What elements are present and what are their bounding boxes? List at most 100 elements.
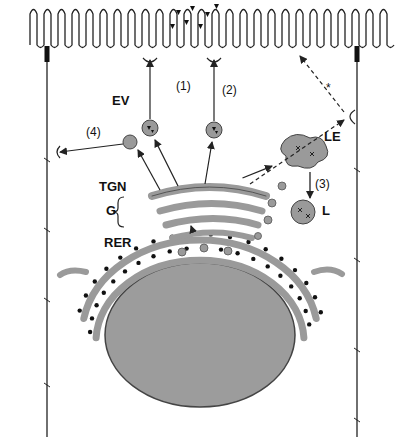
desmosome-ticks: [44, 158, 360, 422]
organelle-label: L: [322, 204, 330, 218]
ribosome: [279, 257, 283, 261]
vesicle: [224, 247, 232, 255]
rer-cisterna: [60, 271, 86, 275]
ribosome: [136, 261, 140, 265]
ribosome: [219, 247, 223, 251]
ribosome: [78, 308, 82, 312]
ribosome: [151, 239, 155, 243]
golgi-cisterna: [172, 233, 252, 239]
ribosome: [304, 281, 308, 285]
ribosome: [304, 309, 308, 313]
ribosome: [94, 303, 98, 307]
tick: [44, 158, 50, 162]
vesicle: [255, 233, 262, 240]
ribosome: [151, 254, 155, 258]
organelle-node: TGN G: [95, 178, 270, 226]
ribosome: [266, 264, 270, 268]
microvilli: [30, 10, 394, 48]
transport-arrow: [309, 172, 310, 198]
ribosome: [289, 284, 293, 288]
ribosome: [88, 330, 92, 334]
rer-cisterna: [314, 269, 342, 274]
fusion-pit: [143, 58, 157, 62]
ribosome: [168, 249, 172, 253]
vesicle: [264, 216, 272, 224]
ribosome: [278, 274, 282, 278]
rer-cisterna: [84, 240, 316, 318]
arrow-2: [213, 60, 214, 121]
ribosome: [251, 257, 255, 261]
tick: [354, 348, 360, 352]
tight-junction: [45, 46, 50, 62]
transport-arrow: [191, 226, 193, 232]
golgi-cisterna: [160, 204, 262, 212]
callout-number: (4): [86, 126, 101, 139]
transport-arrow: [243, 166, 273, 178]
ribosome: [319, 310, 323, 314]
ribosome: [298, 296, 302, 300]
ribosome: [104, 267, 108, 271]
ribosome: [90, 316, 94, 320]
golgi-cisterna: [166, 219, 258, 226]
arrow-4: [60, 144, 123, 152]
golgi-stack: [152, 187, 266, 238]
pathway-arrows: [57, 56, 355, 190]
fusion-bump: [57, 146, 60, 158]
vesicle: [268, 199, 276, 207]
callout-number: (3): [315, 178, 330, 191]
tick: [44, 298, 50, 302]
tight-junction: [355, 46, 360, 62]
vesicle: [278, 182, 286, 190]
dashed-arrow: [300, 56, 344, 112]
endocytic-pit: [350, 110, 355, 124]
organelle-label: LE: [324, 130, 341, 144]
ribosome: [264, 247, 268, 251]
tick: [354, 418, 360, 422]
vesicle: [123, 135, 137, 149]
callout-number: *: [326, 82, 331, 95]
cargo-triangles: [147, 126, 218, 134]
arrow: [205, 142, 212, 184]
organelle-label: RER: [104, 236, 131, 250]
ribosome: [123, 269, 127, 273]
ribosome: [111, 279, 115, 283]
vesicle: [200, 244, 208, 252]
ribosome: [84, 293, 88, 297]
secreted-cargo: [147, 4, 219, 134]
nucleus: [105, 263, 295, 407]
secretory-vesicles: [123, 120, 222, 149]
callout-number: (2): [222, 84, 237, 97]
arrow-1: [149, 60, 150, 119]
ribosome: [307, 322, 311, 326]
callout-number: (1): [176, 80, 191, 93]
lysosome: [291, 200, 315, 224]
ribosome: [313, 295, 317, 299]
structure-label: EV: [112, 94, 129, 107]
tick: [44, 383, 50, 387]
ribosome: [102, 291, 106, 295]
lateral-membrane: [356, 46, 357, 437]
organelle-node: RER: [98, 232, 298, 260]
arrow: [155, 140, 178, 186]
tick: [44, 228, 50, 232]
organelle-node: LE: [272, 130, 348, 172]
organelle-label: TGN: [99, 180, 126, 194]
vesicle: [178, 248, 186, 256]
golgi-cisterna: [152, 187, 266, 196]
cargo-marks: [296, 146, 314, 218]
ribosome: [118, 255, 122, 259]
ribosome: [235, 251, 239, 255]
fusion-pit: [207, 58, 221, 62]
cargo-cross: [296, 146, 314, 218]
tick: [354, 168, 360, 172]
ribosome: [293, 268, 297, 272]
rer-cisterna: [96, 260, 304, 337]
dashed-arrow: [250, 120, 344, 184]
released-triangles: [170, 4, 219, 29]
organelle-label: G: [106, 204, 116, 218]
tick: [354, 258, 360, 262]
rough-er: [60, 232, 342, 338]
